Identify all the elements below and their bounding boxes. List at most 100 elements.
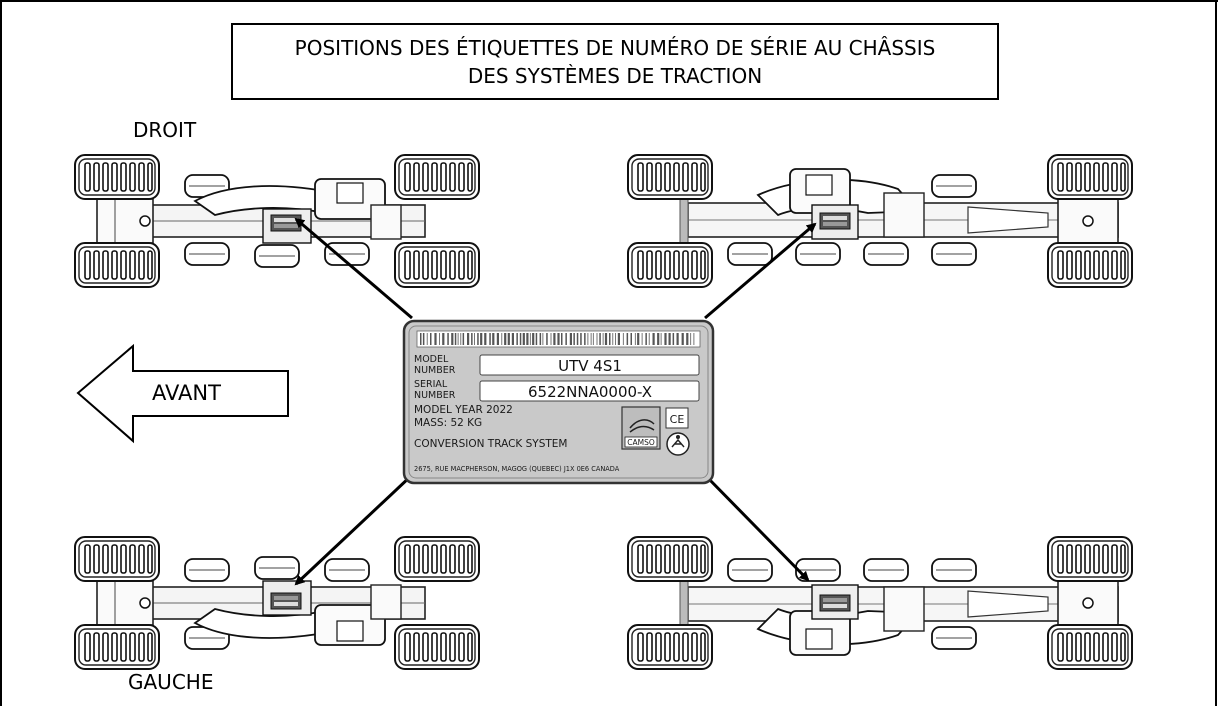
address-text: 2675, RUE MACPHERSON, MAGOG (QUEBEC) J1X… — [414, 465, 620, 473]
callout-arrow-top-right — [704, 222, 817, 320]
barcode-bar — [576, 333, 579, 345]
barcode-bar — [477, 333, 479, 345]
barcode-bar — [587, 333, 589, 345]
barcode-bar — [626, 333, 629, 345]
barcode-bar — [420, 333, 422, 345]
barcode-bar — [511, 333, 514, 345]
barcode-bar — [645, 333, 647, 345]
barcode-bar — [557, 333, 560, 345]
camso-logo-text: CAMSO — [627, 438, 655, 447]
barcode-bar — [637, 333, 640, 345]
model-year-text: MODEL YEAR 2022 — [414, 404, 513, 416]
barcode-bar — [604, 333, 608, 345]
barcode-bar — [426, 333, 428, 345]
barcode-bar — [584, 333, 586, 345]
serial-plate: MODEL NUMBER UTV 4S1 SERIAL NUMBER 6522N… — [402, 319, 715, 485]
barcode-bar — [460, 333, 462, 345]
barcode-bar — [467, 333, 470, 345]
barcode-bar — [652, 333, 655, 345]
mass-text: MASS: 52 KG — [414, 417, 482, 429]
callout-arrow-bottom-left — [294, 473, 414, 586]
serial-number-field — [479, 380, 700, 402]
barcode-bar — [454, 333, 457, 345]
barcode-bar — [471, 333, 473, 345]
serial-number-label-1: SERIAL — [414, 379, 448, 390]
barcode-bar — [542, 333, 544, 345]
barcode — [416, 330, 701, 348]
barcode-bar — [519, 333, 522, 345]
barcode-bar — [462, 333, 465, 345]
barcode-bar — [668, 333, 671, 345]
barcode-bar — [648, 333, 650, 345]
barcode-bar — [496, 333, 499, 345]
barcode-bar — [599, 333, 601, 345]
barcode-bar — [693, 333, 695, 345]
barcode-bar — [690, 333, 692, 345]
serial-number-label-2: NUMBER — [414, 390, 456, 401]
system-text: CONVERSION TRACK SYSTEM — [414, 438, 567, 450]
camso-logo: CAMSO — [621, 406, 661, 450]
barcode-bar — [686, 333, 689, 345]
barcode-bar — [501, 333, 503, 345]
barcode-bar — [630, 333, 632, 345]
barcode-bar — [641, 333, 643, 345]
track-system-right-front — [75, 155, 479, 287]
ce-mark-text: CE — [670, 413, 685, 426]
barcode-bar — [580, 333, 582, 345]
barcode-bar — [492, 333, 495, 345]
model-number-field — [479, 354, 700, 376]
barcode-bar — [474, 333, 475, 345]
barcode-bar — [602, 333, 604, 345]
barcode-bar — [447, 333, 449, 345]
barcode-bar — [622, 333, 624, 345]
right-side-label: DROIT — [133, 118, 197, 142]
barcode-bar — [480, 333, 483, 345]
barcode-bar — [484, 333, 487, 345]
barcode-bar — [442, 333, 445, 345]
barcode-bar — [590, 333, 592, 345]
track-system-left-front — [75, 537, 479, 669]
barcode-bar — [550, 333, 552, 345]
barcode-bar — [592, 333, 594, 345]
barcode-bar — [609, 333, 611, 345]
barcode-bar — [615, 333, 616, 345]
barcode-bar — [553, 333, 556, 345]
diagram-title-box: POSITIONS DES ÉTIQUETTES DE NUMÉRO DE SÉ… — [231, 23, 999, 100]
barcode-bar — [657, 333, 660, 345]
barcode-bar — [664, 333, 667, 345]
barcode-bar — [430, 333, 432, 345]
barcode-bar — [672, 333, 675, 345]
model-number-label-1: MODEL — [414, 354, 449, 365]
track-system-left-rear — [628, 537, 1132, 669]
barcode-bar — [529, 333, 531, 345]
left-side-label: GAUCHE — [128, 670, 214, 694]
barcode-bar — [516, 333, 518, 345]
barcode-bar — [532, 333, 535, 345]
barcode-bar — [676, 333, 679, 345]
barcode-bar — [439, 333, 440, 345]
ce-mark-icon: CE — [665, 407, 689, 429]
barcode-bar — [612, 333, 614, 345]
barcode-bar — [535, 333, 538, 345]
barcode-bar — [660, 333, 662, 345]
barcode-bar — [457, 333, 459, 345]
front-direction-arrow — [76, 343, 289, 444]
barcode-bar — [569, 333, 572, 345]
front-label: AVANT — [152, 381, 221, 405]
barcode-bar — [565, 333, 567, 345]
barcode-bar — [573, 333, 575, 345]
barcode-bar — [434, 333, 437, 345]
model-number-value: UTV 4S1 — [558, 357, 622, 375]
barcode-bar — [546, 333, 548, 345]
diagram-title-line-1: POSITIONS DES ÉTIQUETTES DE NUMÉRO DE SÉ… — [294, 35, 936, 60]
barcode-bar — [507, 333, 510, 345]
barcode-bar — [596, 333, 598, 345]
read-manual-icon — [666, 432, 690, 456]
barcode-bar — [422, 333, 425, 345]
barcode-bar — [451, 333, 454, 345]
model-number-label-2: NUMBER — [414, 365, 456, 376]
diagram-title-line-2: DES SYSTÈMES DE TRACTION — [467, 63, 763, 88]
barcode-bar — [526, 333, 529, 345]
barcode-bar — [617, 333, 620, 345]
